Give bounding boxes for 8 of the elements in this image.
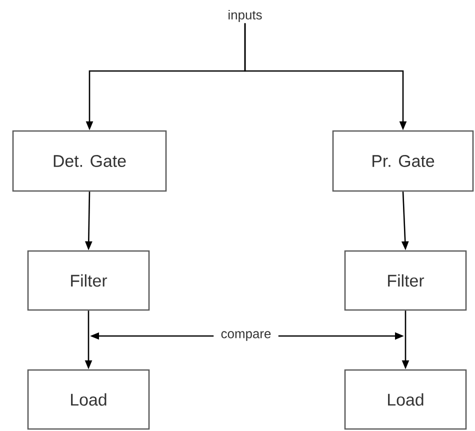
process-box: Pr. Gate [332, 130, 474, 192]
process-box: Filter [27, 250, 150, 311]
bare-label: inputs [228, 10, 262, 22]
bare-label: compare [221, 331, 271, 341]
process-box: Load [27, 369, 150, 430]
process-box: Det. Gate [12, 130, 167, 192]
process-box: Load [344, 369, 467, 430]
process-box: Filter [344, 250, 467, 311]
